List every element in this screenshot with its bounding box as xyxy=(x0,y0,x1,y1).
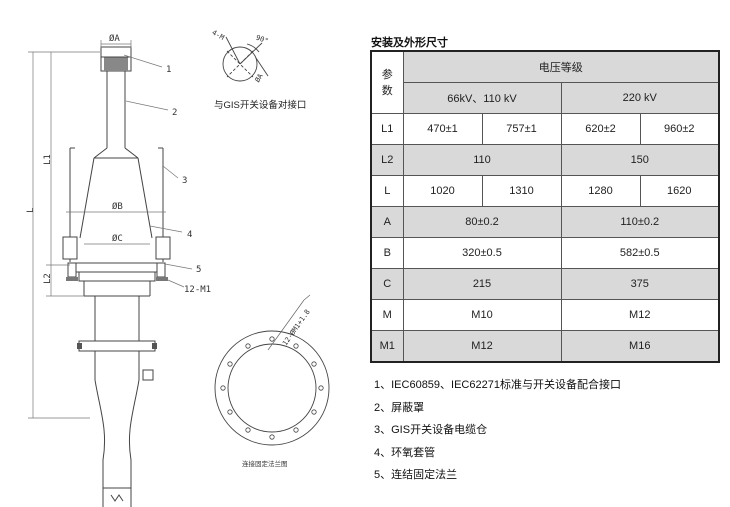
spec-table: 参数 电压等级 66kV、110 kV 220 kV L1 470±1 757±… xyxy=(370,50,720,363)
param-header-cell: 参数 xyxy=(370,50,404,114)
callout-2: 2 xyxy=(172,108,177,118)
value-cell: 320±0.5 xyxy=(402,237,562,269)
detail-angle-value: 90° xyxy=(255,34,270,46)
dim-l: L xyxy=(26,208,36,213)
note-item: 1、IEC60859、IEC62271标准与开关设备配合接口 xyxy=(374,379,621,391)
value-cell: M16 xyxy=(560,330,720,363)
param-cell: L xyxy=(370,175,404,207)
value-cell: 150 xyxy=(560,144,720,176)
detail-angle-label: 4-M xyxy=(211,29,226,42)
value-cell: 582±0.5 xyxy=(560,237,720,269)
note-item: 2、屏蔽罩 xyxy=(374,401,425,414)
value-cell: M10 xyxy=(402,299,562,331)
value-cell: 1620 xyxy=(639,175,720,207)
param-cell: L2 xyxy=(370,144,404,176)
param-cell: M xyxy=(370,299,404,331)
table-row-l: L 1020 1310 1280 1620 xyxy=(370,175,720,207)
callout-4: 4 xyxy=(187,230,192,240)
callout-3: 3 xyxy=(182,176,187,186)
table-row-l2: L2 110 150 xyxy=(370,144,720,176)
table-row-a: A 80±0.2 110±0.2 xyxy=(370,206,720,238)
callout-5: 5 xyxy=(196,265,201,275)
dim-l1: L1 xyxy=(43,154,53,165)
value-cell: 620±2 xyxy=(560,113,641,145)
table-row-c: C 215 375 xyxy=(370,268,720,300)
voltage-level-1: 66kV、110 kV xyxy=(402,82,562,114)
note-item: 5、连结固定法兰 xyxy=(374,469,458,481)
value-cell: 375 xyxy=(560,268,720,300)
callout-12-m1: 12-M1 xyxy=(184,285,211,295)
spec-table-title: 安装及外形尺寸 xyxy=(371,37,448,49)
table-row-m: M M10 M12 xyxy=(370,299,720,331)
callout-1: 1 xyxy=(166,65,171,75)
table-row-b: B 320±0.5 582±0.5 xyxy=(370,237,720,269)
table-row-voltage-levels: 66kV、110 kV 220 kV xyxy=(371,82,720,114)
detail-phi-a: ØA xyxy=(254,72,266,84)
dim-l2: L2 xyxy=(43,273,53,284)
dim-phi-b: ØB xyxy=(112,201,123,212)
gis-interface-caption: 与GIS开关设备对接口 xyxy=(214,99,306,111)
flange-hole-label: 12-ØM1+1.8 xyxy=(281,308,312,347)
table-row-m1: M1 M12 M16 xyxy=(370,330,720,363)
flange-caption: 连接固定法兰图 xyxy=(242,459,288,468)
bushing-drawing: ØA L1 L L2 ØB ØC 1 2 3 4 5 12-M1 4-M 90°… xyxy=(26,29,330,507)
note-item: 4、环氧套管 xyxy=(374,446,436,459)
value-cell: 110±0.2 xyxy=(560,206,720,238)
param-cell: L1 xyxy=(370,113,404,145)
value-cell: 1310 xyxy=(481,175,562,207)
dim-phi-a-top: ØA xyxy=(109,33,120,44)
component-notes: 1、IEC60859、IEC62271标准与开关设备配合接口 2、屏蔽罩 3、G… xyxy=(374,374,621,487)
value-cell: 960±2 xyxy=(639,113,720,145)
value-cell: 1280 xyxy=(560,175,641,207)
voltage-level-2: 220 kV xyxy=(560,82,720,114)
param-cell: A xyxy=(370,206,404,238)
value-cell: M12 xyxy=(402,330,562,363)
value-cell: 757±1 xyxy=(481,113,562,145)
value-cell: 80±0.2 xyxy=(402,206,562,238)
param-cell: B xyxy=(370,237,404,269)
value-cell: 1020 xyxy=(402,175,483,207)
value-cell: 215 xyxy=(402,268,562,300)
value-cell: M12 xyxy=(560,299,720,331)
voltage-header-cell: 电压等级 xyxy=(402,50,720,83)
table-row-voltage-header: 参数 电压等级 xyxy=(370,50,720,114)
param-header-text: 参数 xyxy=(381,68,393,97)
value-cell: 110 xyxy=(402,144,562,176)
note-item: 3、GIS开关设备电缆仓 xyxy=(374,424,488,436)
value-cell: 470±1 xyxy=(402,113,483,145)
param-cell: C xyxy=(370,268,404,300)
table-row-l1: L1 470±1 757±1 620±2 960±2 xyxy=(370,113,720,145)
dim-phi-c: ØC xyxy=(112,233,123,244)
param-cell: M1 xyxy=(370,330,404,363)
